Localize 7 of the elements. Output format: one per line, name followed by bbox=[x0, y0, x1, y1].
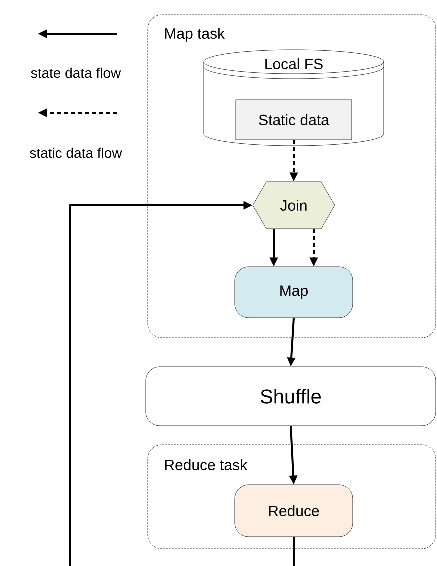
process-box: Shuffle bbox=[146, 366, 436, 426]
legend-text: static data flow bbox=[30, 148, 122, 158]
process-box: Map bbox=[234, 266, 354, 318]
legend-text: state data flow bbox=[31, 68, 122, 78]
process-box: Reduce bbox=[234, 484, 354, 538]
join-hexagon: Join bbox=[252, 182, 336, 230]
data-box: Static data bbox=[236, 100, 352, 140]
